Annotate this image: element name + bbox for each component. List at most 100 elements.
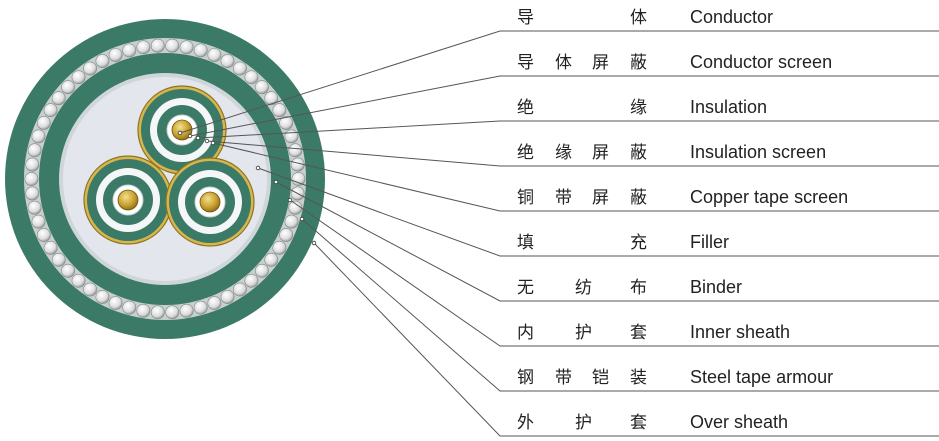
cable-cores (83, 85, 255, 247)
leader-dot (287, 197, 293, 203)
layer-label-cn-char: 绝 (517, 98, 534, 118)
layer-label-cn-char: 屏 (592, 53, 609, 73)
armour-bead (288, 143, 303, 158)
conductor (171, 119, 193, 141)
armour-bead (108, 296, 123, 310)
armour-bead (272, 240, 287, 255)
armour-bead (244, 273, 259, 288)
layer-label-cn-char: 套 (630, 413, 647, 433)
leader-line (313, 242, 939, 437)
layer-label-en: Insulation (690, 97, 767, 117)
armour-bead (193, 300, 208, 315)
layer-label-cn-char: 体 (555, 53, 572, 73)
armour-bead (207, 48, 222, 62)
layer-label-cn-char: 布 (630, 278, 647, 298)
layer-label-cn-char: 体 (630, 8, 647, 28)
layer-label-cn-char: 缘 (555, 143, 572, 163)
armour-bead (43, 240, 58, 255)
armour-bead (244, 70, 259, 85)
leader-line (275, 181, 939, 302)
armour-bead (71, 70, 86, 85)
armour-bead (71, 273, 86, 288)
layer-label-en: Inner sheath (690, 322, 790, 342)
leader-line (189, 75, 939, 137)
armour-bead (220, 290, 235, 304)
armour-bead (51, 252, 66, 267)
armour-bead (233, 61, 247, 76)
layer-label-en: Conductor (690, 7, 773, 27)
armour-bead (83, 282, 97, 297)
armour-bead (179, 40, 194, 55)
layer-label-cn-char: 护 (575, 323, 592, 343)
layer-label-cn-char: 蔽 (630, 53, 647, 73)
layer-label-cn-char: 套 (630, 323, 647, 343)
layer-label-cn-char: 充 (630, 233, 647, 253)
armour-bead (291, 172, 306, 186)
armour-bead (25, 186, 40, 201)
layer-label-cn-char: 绝 (517, 143, 534, 163)
leader-dot (311, 240, 317, 246)
leader-line (289, 199, 939, 347)
leader-dot (273, 179, 279, 185)
armour-bead (284, 129, 299, 144)
armour-bead (193, 43, 208, 58)
leader-dot (177, 130, 183, 136)
leader-line (179, 30, 939, 134)
armour-bead (264, 91, 279, 106)
armour-bead (165, 305, 180, 320)
armour-bead (43, 103, 58, 118)
layer-label-en: Filler (690, 232, 729, 252)
layer-label-cn-char: 蔽 (630, 188, 647, 208)
layer-label-cn-char: 无 (517, 278, 534, 298)
armour-bead (27, 143, 42, 158)
layer-label-cn-char: 导 (517, 53, 534, 73)
layer-label-cn-char: 内 (517, 323, 534, 343)
armour-bead (279, 228, 294, 242)
core (137, 85, 227, 175)
layer-label-cn-char: 护 (575, 413, 592, 433)
conductor (199, 191, 221, 213)
layer-label-en: Conductor screen (690, 52, 832, 72)
armour-bead (122, 43, 137, 58)
layer-label-cn-char: 装 (630, 368, 647, 388)
armour-bead (27, 200, 42, 215)
layer-label-cn-char: 外 (517, 413, 534, 433)
layer-label-cn-char: 带 (555, 188, 572, 208)
layer-label-cn-char: 纺 (575, 278, 592, 298)
armour-bead (122, 300, 137, 315)
armour-bead (284, 214, 299, 229)
armour-bead (288, 200, 303, 215)
armour-bead (272, 103, 287, 118)
armour-bead (165, 38, 180, 53)
conductor (117, 189, 139, 211)
armour-bead (25, 157, 40, 172)
armour-bead (61, 263, 75, 278)
armour-bead (95, 54, 110, 68)
layer-label-cn-char: 屏 (592, 188, 609, 208)
cable-cross-section (5, 19, 325, 339)
leader-line (206, 140, 939, 167)
leader-dot (299, 216, 305, 222)
armour-bead (264, 252, 279, 267)
armour-bead (255, 263, 269, 278)
armour-bead (179, 303, 194, 318)
layer-label-en: Copper tape screen (690, 187, 848, 207)
leader-dot (204, 138, 210, 144)
armour-bead (279, 116, 294, 130)
layer-label: 导 体屏 蔽 Conductor screen (517, 52, 832, 73)
layer-label: 内 护 套 Inner sheath (517, 322, 790, 343)
armour-bead (150, 305, 165, 320)
armour-bead (31, 214, 46, 229)
layer-label-en: Steel tape armour (690, 367, 833, 387)
layer-label-cn-char: 带 (555, 368, 572, 388)
armour-bead (220, 54, 235, 68)
